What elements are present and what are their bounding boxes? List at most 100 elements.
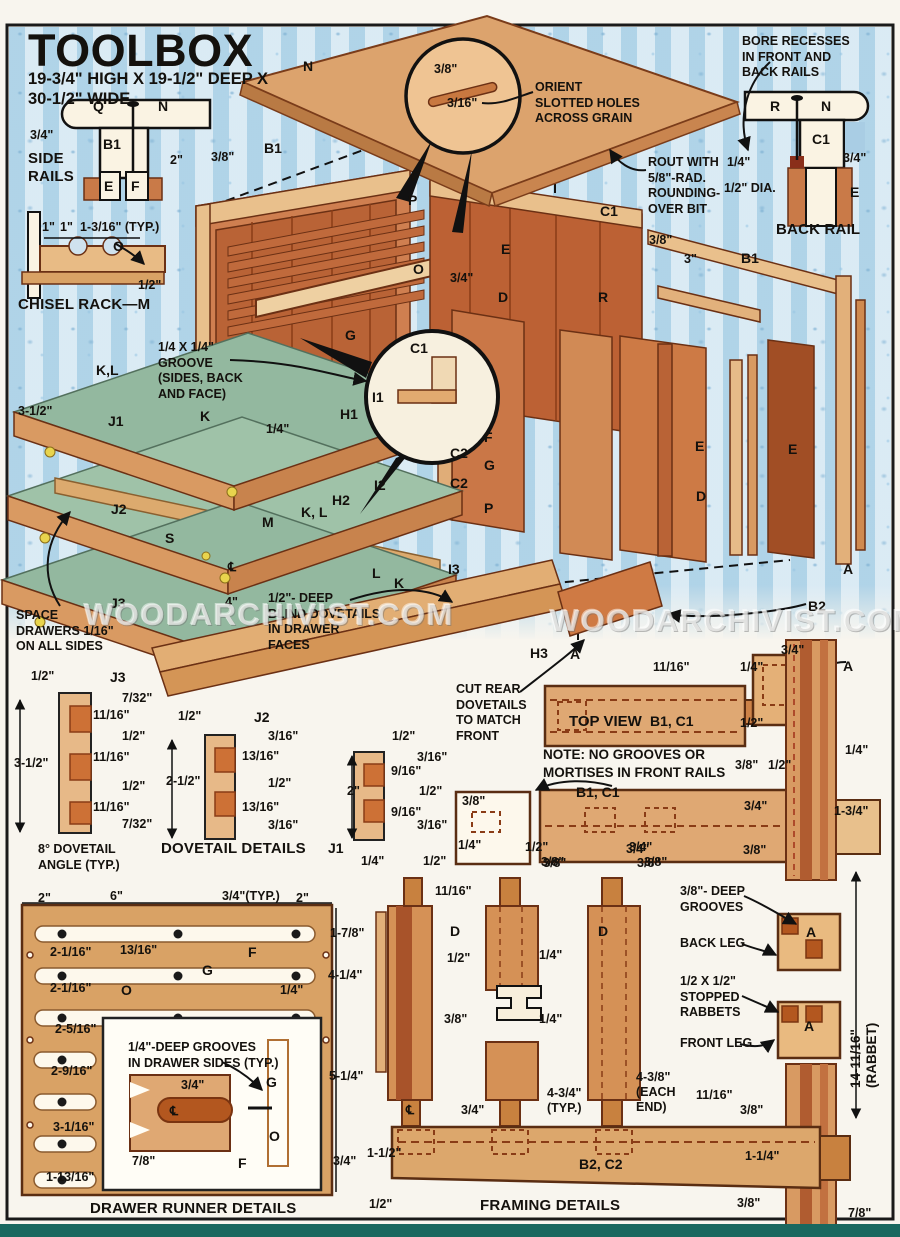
dim-label: 11/16"	[696, 1088, 733, 1102]
part-label: E	[788, 441, 798, 457]
drawer-runner-caption: DRAWER RUNNER DETAILS	[90, 1200, 297, 1217]
part-label: I3	[448, 561, 460, 577]
dim-label: 1/2"	[423, 854, 447, 868]
dim-label: 2"	[170, 153, 183, 167]
part-label: K	[394, 575, 405, 591]
dim-label: 1-3/16" (TYP.)	[80, 220, 160, 234]
dim-label: 7/32"	[122, 817, 153, 831]
page-subtitle-line1: 19-3/4" HIGH X 19-1/2" DEEP X	[28, 70, 269, 88]
dim-label: 1/2"	[122, 729, 146, 743]
part-label: N	[158, 98, 169, 114]
dim-label: 11/16"	[435, 884, 472, 898]
dim-label: 1/4"	[280, 983, 304, 997]
dim-label: 3/4"	[181, 1078, 205, 1092]
dim-label: 1/2"	[525, 840, 549, 854]
part-label: I1	[372, 389, 384, 405]
dim-label: 3/8"	[644, 855, 668, 869]
part-label: K,L	[96, 362, 119, 378]
part-label: I2	[374, 477, 386, 493]
part-label: N	[303, 58, 314, 74]
groove-detail-circle	[229, 329, 500, 514]
rout-callout: ROUT WITH 5/8"-RAD. ROUNDING- OVER BIT	[648, 155, 721, 216]
part-label: J2	[254, 709, 270, 725]
centerline-symbol: ℄	[228, 560, 237, 574]
part-label: K	[200, 408, 211, 424]
part-label: B1, C1	[650, 713, 694, 729]
part-label: J3	[110, 595, 126, 611]
dim-label: 1/2"	[419, 784, 443, 798]
dim-label: 9/16"	[391, 805, 422, 819]
dim-label: 3/8"	[649, 233, 673, 247]
page-subtitle-line2: 30-1/2" WIDE	[28, 90, 131, 108]
centerline-symbol: ℄	[170, 1104, 179, 1118]
part-label: A	[570, 646, 581, 662]
dim-label: 3-1/2"	[14, 756, 49, 770]
dim-label: 2-5/16"	[55, 1022, 97, 1036]
dovetail-angle-callout: 8° DOVETAIL ANGLE (TYP.)	[38, 842, 120, 872]
slot-detail-circle	[396, 37, 534, 233]
part-label: J1	[328, 840, 344, 856]
watermark: WOODARCHIVIST.COM	[550, 603, 900, 638]
note: NOTE: NO GROOVES OR MORTISES IN FRONT RA…	[543, 747, 726, 780]
dovetail-profiles	[14, 692, 385, 841]
dim-label: 11/16"	[653, 660, 690, 674]
dim-label: 4-1/4"	[328, 968, 363, 982]
dim-label: 3/8"	[543, 856, 567, 870]
space-callout: SPACE DRAWERS 1/16" ON ALL SIDES	[16, 608, 114, 654]
dim-label: 3/4"	[333, 1154, 357, 1168]
drawer-faces	[151, 559, 663, 697]
part-label: D	[598, 923, 609, 939]
chisel-rack-detail	[21, 211, 166, 299]
dim-label: 3/4"	[744, 799, 768, 813]
dim-label: 3-1/16"	[53, 1120, 95, 1134]
dim-label: 3-1/2"	[18, 404, 53, 418]
dim-label: 1"	[60, 220, 73, 234]
dim-label: 1-3/4"	[834, 804, 869, 818]
dim-label: 7/8"	[132, 1154, 156, 1168]
cut-rear-callout: CUT REAR DOVETAILS TO MATCH FRONT	[456, 682, 527, 743]
part-label: O	[113, 238, 124, 254]
dim-label: 3/4"	[461, 1103, 485, 1117]
part-label: B1	[741, 250, 759, 266]
dim-label: 3/8"	[434, 62, 458, 76]
dim-label: 3/16"	[417, 818, 448, 832]
part-label: A	[804, 1018, 815, 1034]
dim-label: 11/16"	[93, 750, 130, 764]
dim-label: 1/4"	[266, 422, 290, 436]
part-label: P	[408, 192, 418, 208]
dim-label: 3/16"	[268, 818, 299, 832]
dim-label: 1/2"	[31, 669, 55, 683]
dim-label: 3/16"	[417, 750, 448, 764]
part-label: C1	[812, 131, 830, 147]
part-label: A	[843, 561, 854, 577]
centerline-symbol: ℄	[406, 1103, 415, 1117]
chisel-rack-caption: CHISEL RACK—M	[18, 296, 151, 313]
dim-label: 3/4"	[30, 128, 54, 142]
part-label: L	[372, 565, 381, 581]
dim-label: 3/4"(TYP.)	[222, 889, 280, 903]
dim-label: 1/4"	[539, 948, 563, 962]
part-label: D	[450, 923, 461, 939]
dim-label: 3"	[684, 252, 697, 266]
dim-label: 1"	[42, 220, 55, 234]
dim-label: 7/32"	[122, 691, 153, 705]
part-label: H1	[340, 406, 358, 422]
part-label: M	[262, 514, 274, 530]
dim-label: 1/2"	[740, 716, 764, 730]
part-label: G	[266, 1074, 277, 1090]
dim-label: 11/16"	[93, 708, 130, 722]
bore-callout: BORE RECESSES IN FRONT AND BACK RAILS	[742, 34, 850, 80]
part-label: K, L	[301, 504, 328, 520]
dim-label: 2"	[38, 891, 51, 905]
dim-label: 3/4"	[629, 840, 653, 854]
dim-label: 2"	[296, 891, 309, 905]
back-rail-detail	[737, 61, 870, 227]
dim-label: 7/8"	[848, 1206, 872, 1220]
dim-label: 1/2"	[122, 779, 146, 793]
part-label: G	[202, 962, 213, 978]
part-label: J1	[108, 413, 124, 429]
dim-label-vertical: 14-11/16" (RABBET)	[848, 1022, 880, 1088]
dim-label: 1/4"	[740, 660, 764, 674]
dim-label: 3/8"	[444, 1012, 468, 1026]
